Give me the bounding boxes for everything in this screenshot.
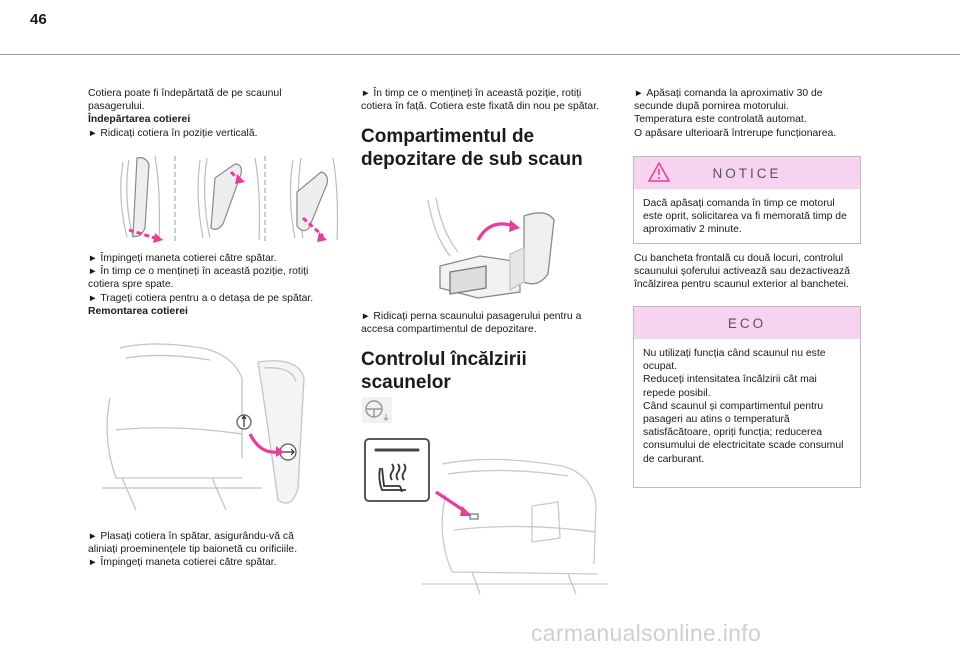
column-3-part2: Cu bancheta frontală cu două locuri, con… [634, 252, 860, 292]
arrow-right-icon: ► [88, 531, 98, 542]
notice-header: NOTICE [634, 157, 860, 189]
arrow-right-icon: ► [88, 253, 98, 264]
column-1-part2: ►Împingeți maneta cotierei către spătar.… [88, 252, 323, 318]
page-number: 46 [30, 11, 47, 28]
eco-line: Nu utilizați funcția când scaunul nu est… [643, 348, 826, 373]
body-text: O apăsare ulterioară întrerupe funcționa… [634, 127, 837, 139]
arrow-right-icon: ► [361, 311, 371, 322]
heading-refit-armrest: Remontarea cotierei [88, 305, 188, 317]
body-text: Cu bancheta frontală cu două locuri, con… [634, 253, 851, 291]
armrest-refit-illustration [102, 343, 305, 511]
eco-line: Când scaunul și compartimentul pentru pa… [643, 400, 844, 465]
heading-remove-armrest: Îndepărtarea cotierei [88, 114, 191, 126]
column-2: ►În timp ce o mențineți în această poziț… [361, 87, 599, 171]
body-text: Temperatura este controlată automat. [634, 114, 807, 126]
step-text: ►Ridicați perna scaunului pasagerului pe… [361, 311, 582, 336]
eco-line: Reduceți intensitatea încălzirii cât mai… [643, 374, 817, 399]
steering-wheel-icon [362, 397, 392, 423]
step-text: ►Ridicați cotiera în poziție verticală. [88, 127, 258, 139]
watermark: carmanualsonline.info [531, 620, 762, 646]
arrow-right-icon: ► [88, 127, 98, 139]
arrow-right-icon: ► [361, 88, 371, 99]
step-text: ►Trageți cotiera pentru a o detașa de pe… [88, 292, 314, 304]
warning-triangle-icon [648, 162, 670, 182]
step-text: ►Apăsați comanda la aproximativ 30 de se… [634, 88, 823, 113]
column-1-part3: ►Plasați cotiera în spătar, asigurându-v… [88, 530, 323, 570]
column-1: Cotiera poate fi îndepărtată de pe scaun… [88, 87, 323, 140]
step-text: ►Plasați cotiera în spătar, asigurându-v… [88, 531, 298, 556]
notice-box: NOTICE Dacă apăsați comanda în timp ce m… [633, 156, 861, 244]
header-rule [0, 54, 960, 55]
step-text: ►Împingeți maneta cotierei către spătar. [88, 557, 277, 569]
arrow-right-icon: ► [88, 557, 98, 569]
notice-title: NOTICE [712, 165, 782, 181]
notice-text: Dacă apăsați comanda în timp ce motorul … [643, 198, 847, 236]
eco-text: Nu utilizați funcția când scaunul nu est… [634, 339, 860, 474]
heading-seat-heating: Controlul încălzirii scaunelor [361, 349, 527, 394]
heading-storage-compartment: Compartimentul de depozitare de sub scau… [361, 126, 583, 171]
column-2-part2: ►Ridicați perna scaunului pasagerului pe… [361, 310, 599, 394]
step-text: ►În timp ce o mențineți în această poziț… [88, 266, 309, 291]
eco-header: ECO [634, 307, 860, 339]
column-3: ►Apăsați comanda la aproximativ 30 de se… [634, 87, 859, 140]
storage-compartment-illustration [427, 197, 555, 299]
step-text: ►În timp ce o mențineți în această poziț… [361, 88, 599, 113]
intro-text: Cotiera poate fi îndepărtată de pe scaun… [88, 88, 282, 113]
armrest-removal-illustration [120, 155, 339, 243]
seat-heating-illustration [364, 438, 608, 595]
step-text: ►Împingeți maneta cotierei către spătar. [88, 253, 277, 264]
eco-box: ECO Nu utilizați funcția când scaunul nu… [633, 306, 861, 488]
arrow-right-icon: ► [88, 266, 98, 278]
arrow-right-icon: ► [634, 88, 644, 99]
arrow-right-icon: ► [88, 292, 98, 304]
eco-title: ECO [727, 315, 767, 331]
